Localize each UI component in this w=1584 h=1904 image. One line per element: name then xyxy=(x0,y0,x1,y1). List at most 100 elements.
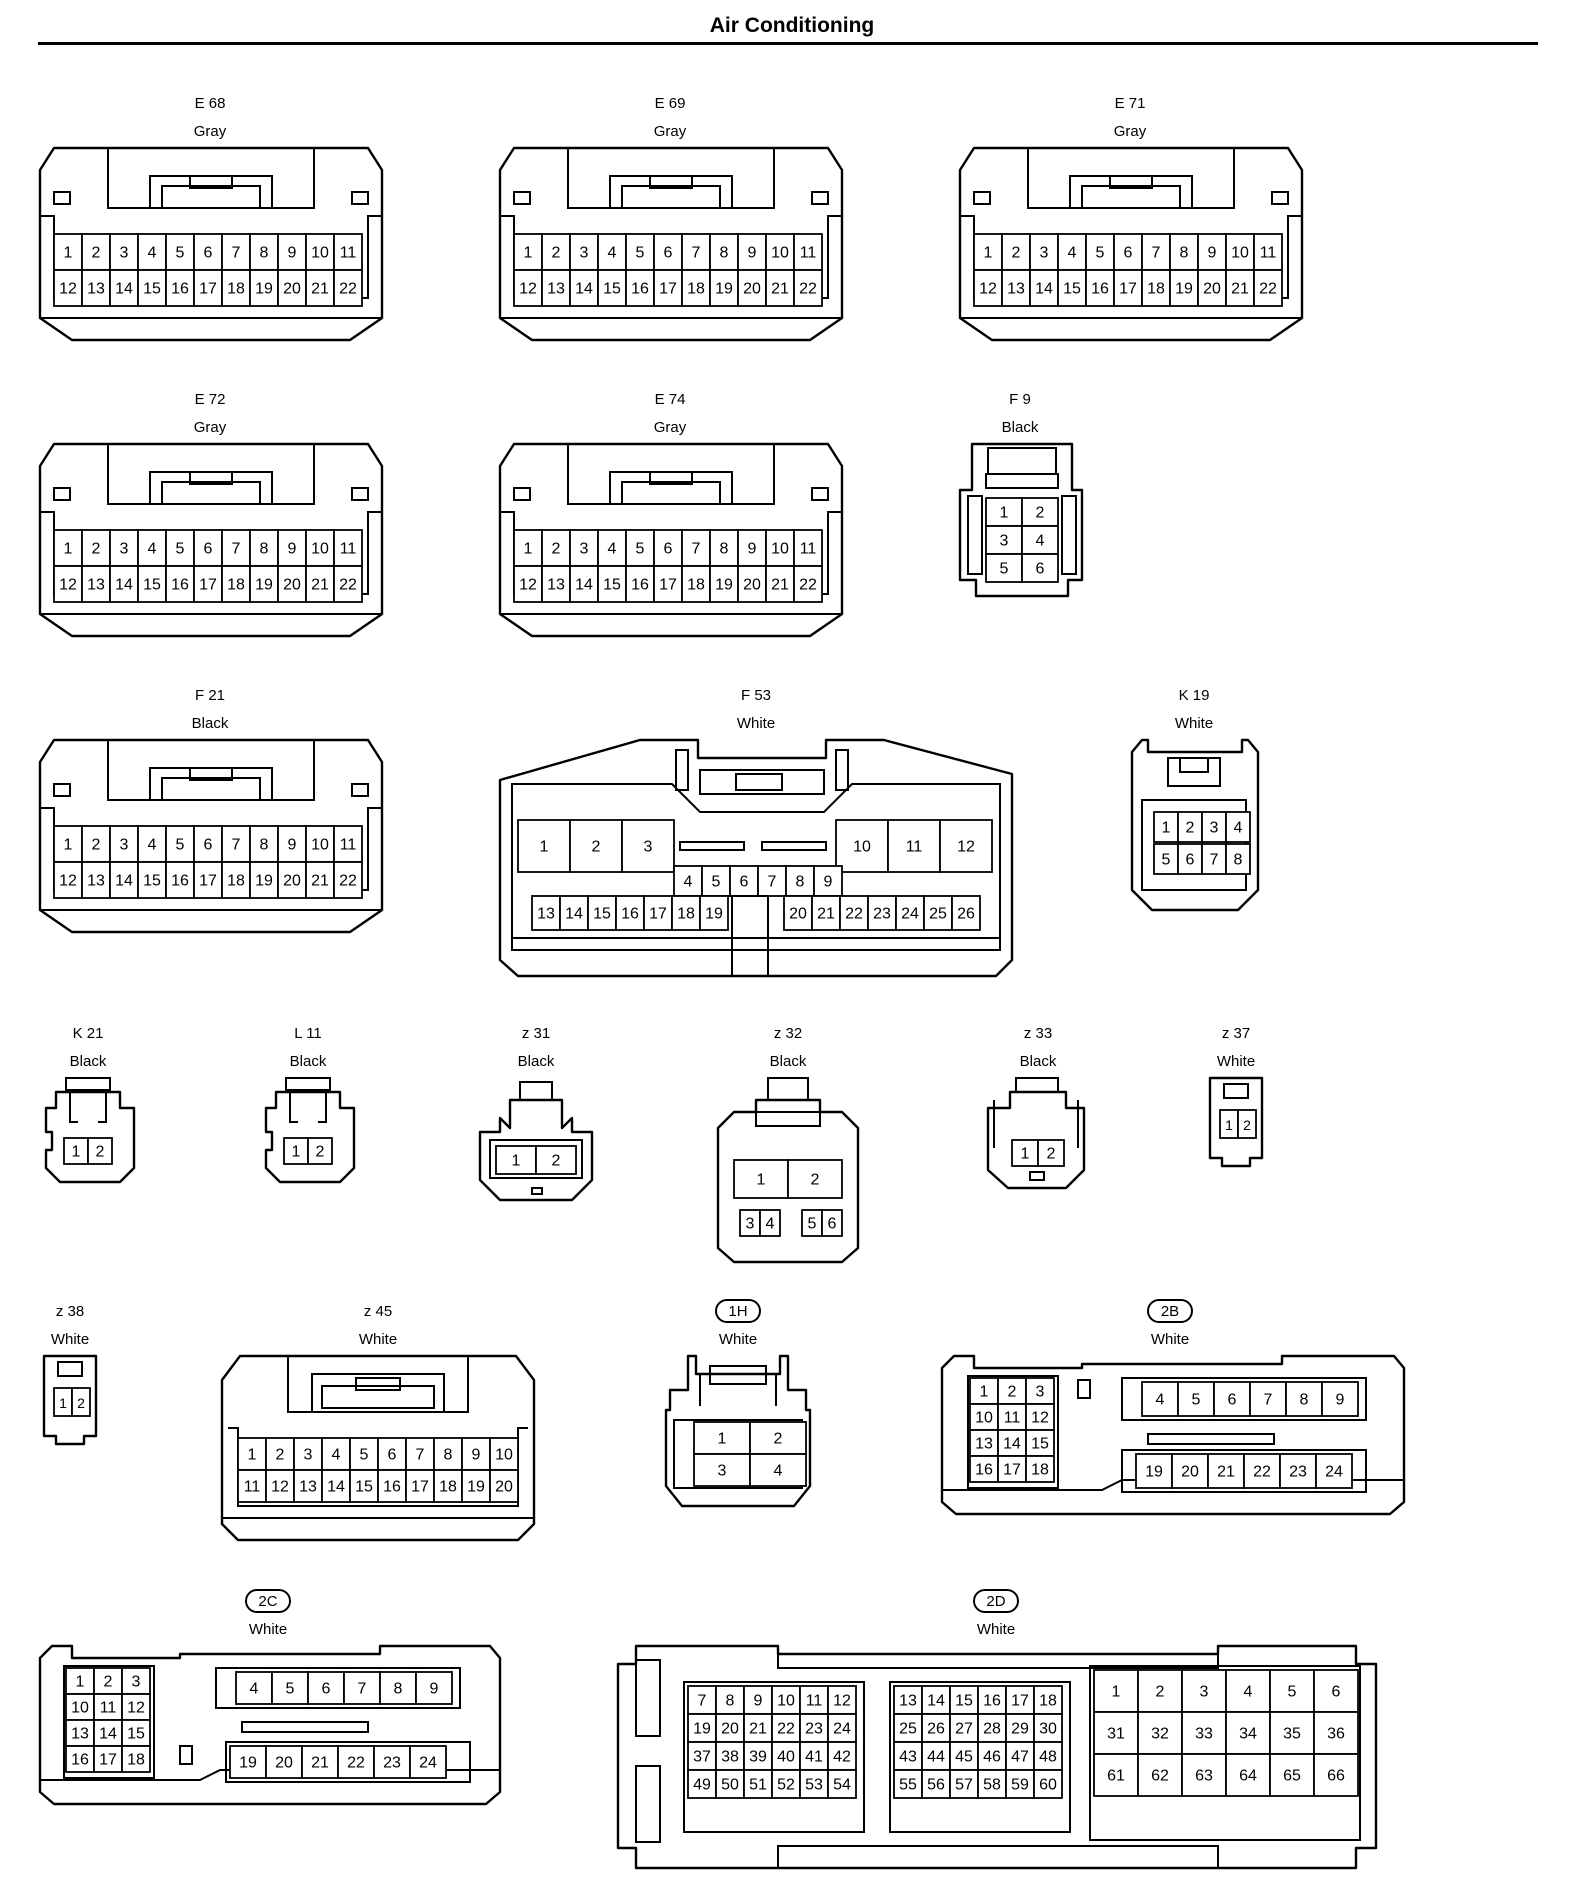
pin-number: 4 xyxy=(148,837,157,854)
connector-id: z 45 xyxy=(364,1303,392,1320)
pin-number: 10 xyxy=(1231,245,1249,262)
housing-outline xyxy=(220,1354,536,1542)
pin-cavity-15 xyxy=(137,269,167,307)
pin-number: 22 xyxy=(1253,1464,1271,1481)
pin-number: 8 xyxy=(720,541,729,558)
side-latch xyxy=(635,1765,661,1843)
latch-frame xyxy=(567,444,775,505)
pin-number: 2 xyxy=(92,541,101,558)
pin-cavity-13 xyxy=(81,861,111,899)
pin-cavity-16 xyxy=(969,1455,999,1483)
pin-cavity-18 xyxy=(221,861,251,899)
pin-cavity-54 xyxy=(827,1769,857,1799)
pin-cavity-19 xyxy=(461,1469,491,1503)
pin-cavity-15 xyxy=(137,861,167,899)
pin-cavity-18 xyxy=(121,1745,151,1773)
pin-cavity-20 xyxy=(277,861,307,899)
pin-cavity-6 xyxy=(1021,553,1059,583)
pin-number: 3 xyxy=(580,245,589,262)
latch-tab xyxy=(65,1077,111,1091)
pin-number: 3 xyxy=(580,541,589,558)
pin-number: 37 xyxy=(693,1749,711,1766)
pin-number: 20 xyxy=(789,906,807,923)
pin-number: 6 xyxy=(204,245,213,262)
pin-number: 21 xyxy=(771,281,789,298)
pin-cavity-21 xyxy=(1207,1453,1245,1489)
pin-number: 18 xyxy=(677,906,695,923)
housing-outline xyxy=(42,1354,98,1446)
pin-number: 23 xyxy=(383,1755,401,1772)
housing-outline xyxy=(616,1644,1378,1870)
pin-number: 13 xyxy=(299,1479,317,1496)
pin-number: 13 xyxy=(1007,281,1025,298)
pin-cavity-17 xyxy=(1113,269,1143,307)
pin-number: 56 xyxy=(927,1777,945,1794)
pin-number: 22 xyxy=(347,1755,365,1772)
pin-cavity-3 xyxy=(569,233,599,271)
pin-cavity-1 xyxy=(53,529,83,567)
pin-number: 14 xyxy=(1035,281,1053,298)
pin-number: 12 xyxy=(519,577,537,594)
pin-number: 4 xyxy=(332,1447,341,1464)
pin-number: 8 xyxy=(394,1681,403,1698)
pin-number: 3 xyxy=(120,837,129,854)
pin-number: 7 xyxy=(1210,852,1219,869)
pin-number: 19 xyxy=(1175,281,1193,298)
pin-number: 9 xyxy=(430,1681,439,1698)
pin-block-frame xyxy=(1141,799,1247,891)
pin-number: 22 xyxy=(799,577,817,594)
pin-cavity-20 xyxy=(277,565,307,603)
pin-cavity-5 xyxy=(165,529,195,567)
pin-cavity-21 xyxy=(305,861,335,899)
pin-cavity-8 xyxy=(785,865,815,897)
pin-number: 21 xyxy=(749,1721,767,1738)
pin-number: 41 xyxy=(805,1749,823,1766)
pin-cavity-1 xyxy=(1093,1669,1139,1713)
pin-number: 18 xyxy=(227,577,245,594)
pin-cavity-10 xyxy=(1225,233,1255,271)
pin-number: 17 xyxy=(1119,281,1137,298)
pin-cavity-17 xyxy=(93,1745,123,1773)
pin-cavity-24 xyxy=(409,1745,447,1779)
side-key xyxy=(513,191,531,205)
pin-number: 22 xyxy=(339,281,357,298)
pin-number: 2 xyxy=(1036,505,1045,522)
pin-number: 27 xyxy=(955,1721,973,1738)
pin-cavity-6 xyxy=(307,1671,345,1705)
pin-cavity-18 xyxy=(1025,1455,1055,1483)
pin-number: 10 xyxy=(495,1447,513,1464)
pin-cavity-22 xyxy=(333,565,363,603)
pin-block-frame xyxy=(967,1375,1059,1489)
connector-color: Black xyxy=(290,1053,327,1070)
pin-number: 16 xyxy=(171,281,189,298)
pin-cavity-2 xyxy=(87,1137,113,1165)
pin-cavity-11 xyxy=(793,233,823,271)
pin-cavity-36 xyxy=(1313,1711,1359,1755)
connector-id: F 21 xyxy=(195,687,225,704)
pin-number: 16 xyxy=(631,281,649,298)
pin-number: 13 xyxy=(547,281,565,298)
pin-cavity-49 xyxy=(687,1769,717,1799)
pin-number: 4 xyxy=(148,541,157,558)
pin-cavity-65 xyxy=(1269,1753,1315,1797)
pin-number: 1 xyxy=(1112,1684,1121,1701)
pin-number: 57 xyxy=(955,1777,973,1794)
pin-cavity-14 xyxy=(559,895,589,931)
pin-cavity-13 xyxy=(293,1469,323,1503)
pin-number: 26 xyxy=(957,906,975,923)
pin-cavity-3 xyxy=(109,233,139,271)
housing-outline xyxy=(1130,738,1260,912)
connector-color: White xyxy=(249,1621,287,1638)
pin-number: 17 xyxy=(649,906,667,923)
pin-number: 16 xyxy=(621,906,639,923)
pin-cavity-9 xyxy=(1321,1381,1359,1417)
pin-cavity-4 xyxy=(1141,1381,1179,1417)
pin-cavity-16 xyxy=(615,895,645,931)
pin-number: 32 xyxy=(1151,1726,1169,1743)
pin-number: 20 xyxy=(743,281,761,298)
